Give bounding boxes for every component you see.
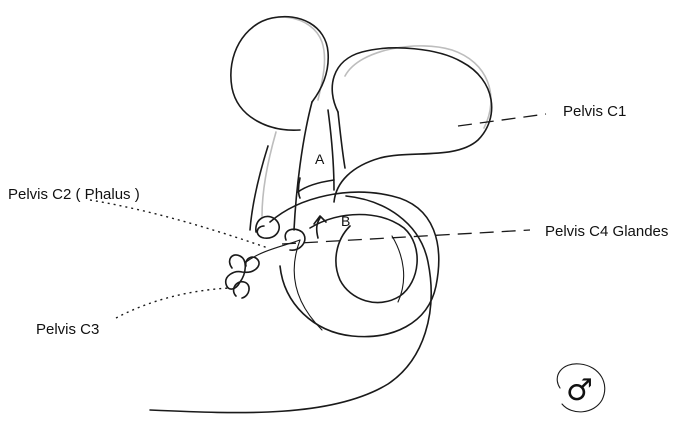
c3-cluster-2 <box>232 280 250 299</box>
c1-inner-fold <box>337 111 346 169</box>
c2-knot <box>255 215 280 239</box>
shaft-left-edge <box>293 101 313 231</box>
c4-leader <box>281 229 531 245</box>
label-region-a: A <box>315 151 325 167</box>
male-symbol-circle <box>556 363 606 413</box>
label-pelvis-c4: Pelvis C4 Glandes <box>545 223 669 240</box>
male-symbol-icon: ♂ <box>566 373 593 408</box>
shaft-right-edge <box>327 109 335 191</box>
lower-loop-inner <box>309 213 418 304</box>
c1-leader <box>457 113 547 127</box>
c1-lobe <box>331 47 493 203</box>
shaft-shadow <box>261 131 277 217</box>
label-pelvis-c3: Pelvis C3 <box>36 321 100 338</box>
label-pelvis-c1: Pelvis C1 <box>563 103 627 120</box>
upper-left-lobe <box>230 15 329 131</box>
c3-leader <box>115 287 231 319</box>
c3-cluster <box>224 254 260 290</box>
left-lower-arc <box>293 239 323 331</box>
c1-lobe-shadow <box>344 45 492 129</box>
c2-leader <box>89 199 269 249</box>
c2-strand <box>245 239 301 263</box>
right-inner-line <box>391 235 405 303</box>
b-arrow <box>313 215 327 239</box>
region-a-wedge <box>297 177 335 199</box>
label-pelvis-c2: Pelvis C2 ( Phalus ) <box>8 186 140 203</box>
upper-left-lobe-shadow <box>251 16 326 101</box>
lower-loop-outer <box>269 191 440 338</box>
shaft-outer-left <box>249 145 269 231</box>
lower-loop-tail <box>149 195 432 414</box>
c2-curl <box>284 228 306 251</box>
label-region-b: B <box>341 213 351 229</box>
